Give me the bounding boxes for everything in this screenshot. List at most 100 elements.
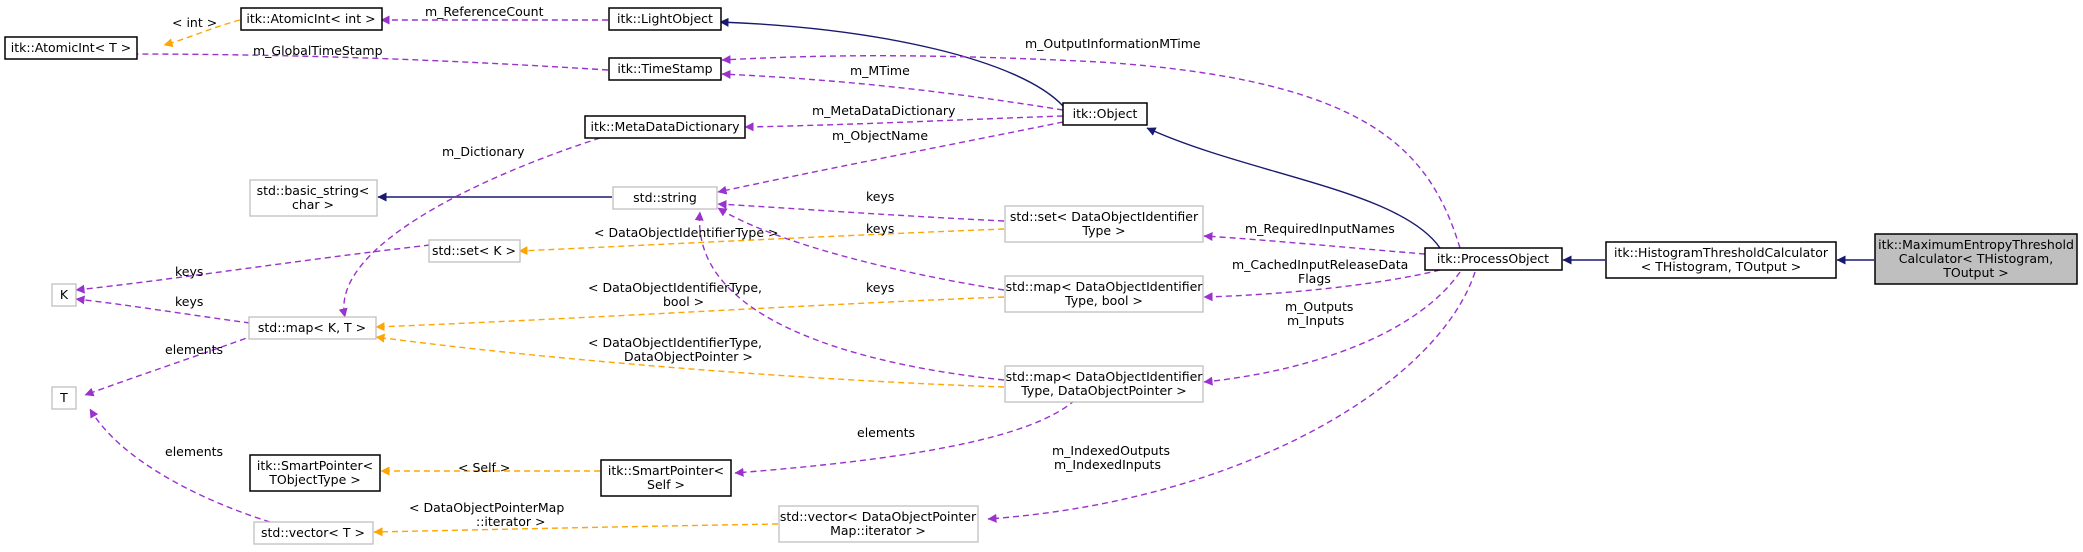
node-metadatadictionary-label: itk::MetaDataDictionary [590,119,740,134]
edge-label-m-indexedinputs: m_IndexedInputs [1054,457,1161,472]
node-maximumentropy-line-2: Calculator< THistogram, [1899,251,2053,266]
edge-label-doi-dop-1: < DataObjectIdentifierType, [588,335,762,350]
edge-label-keys-map-bool: keys [866,221,894,236]
node-basic-string-line-1: std::basic_string< [257,183,370,198]
node-string[interactable]: std::string [612,186,718,210]
node-set-doi-line-2: Type > [1081,223,1125,238]
edge-label-m-mtime: m_MTime [850,63,910,78]
node-object-label: itk::Object [1073,106,1138,121]
node-map-doi-bool-line-1: std::map< DataObjectIdentifier [1006,279,1204,294]
node-map-doi-dop-line-1: std::map< DataObjectIdentifier [1006,369,1204,384]
node-lightobject-label: itk::LightObject [617,11,713,26]
node-set-doi-line-1: std::set< DataObjectIdentifier [1010,209,1199,224]
edge-label-dopm-iter-2: ::iterator > [476,514,545,529]
node-k[interactable]: K [51,283,77,307]
edge-processobject-to-vector-dopm [987,271,1476,523]
edge-label-m-cachedinputreleasedataflags-1: m_CachedInputReleaseData [1232,257,1408,272]
edge-label-m-metadatadictionary: m_MetaDataDictionary [812,103,956,118]
node-maximumentropy-line-1: itk::MaximumEntropyThreshold [1878,237,2074,252]
edge-atomicint-int-to-atomicint-t [163,19,241,48]
edge-label-dopm-iter-1: < DataObjectPointerMap [409,500,564,515]
edge-label-m-requiredinputnames: m_RequiredInputNames [1245,221,1395,236]
nodes: itk::AtomicInt< T > itk::AtomicInt< int … [4,7,2078,545]
edge-label-m-cachedinputreleasedataflags-2: Flags [1298,271,1331,286]
edge-label-elements-sp: elements [857,425,915,440]
node-smartpointer-self-line-1: itk::SmartPointer< [608,463,724,478]
edge-object-to-lightobject [719,17,1064,107]
edge-processobject-to-timestamp [721,55,1461,249]
edge-label-doi-dop-2: DataObjectPointer > [624,349,753,364]
edge-label-elements-vector: elements [165,444,223,459]
edge-label-m-inputs: m_Inputs [1287,313,1344,328]
edges [75,15,1874,537]
edge-set-doi-to-string [717,199,1005,222]
node-metadatadictionary[interactable]: itk::MetaDataDictionary [584,115,746,139]
edge-vector-t-to-t [89,408,271,523]
edge-map-doi-dop-to-map-kt [375,333,1005,388]
edge-label-doi-type: < DataObjectIdentifierType > [594,225,778,240]
edge-map-kt-to-k [75,295,251,324]
edge-object-to-timestamp [721,69,1064,111]
edge-label-keys-set: keys [866,189,894,204]
edge-processobject-to-map-doi-dop [1203,271,1461,386]
edge-label-doi-bool-2: bool > [663,294,704,309]
edge-label-int: < int > [172,15,217,30]
node-map-doi-dop-line-2: Type, DataObjectPointer > [1020,383,1187,398]
edge-label-keys-map-dop: keys [866,280,894,295]
node-vector-dopm-line-1: std::vector< DataObjectPointer [780,509,977,524]
node-smartpointer-tobj-line-1: itk::SmartPointer< [257,458,373,473]
node-set-k-label: std::set< K > [432,243,516,258]
edge-object-to-string [717,121,1064,195]
edge-set-doi-to-set-k [518,228,1005,256]
node-string-label: std::string [633,190,697,205]
node-map-doi-bool[interactable]: std::map< DataObjectIdentifier Type, boo… [1004,275,1204,313]
edge-label-m-globaltimestamp: m_GlobalTimeStamp [253,43,383,58]
node-processobject[interactable]: itk::ProcessObject [1424,247,1563,271]
edge-label-m-outputinformationmtime: m_OutputInformationMTime [1025,36,1201,51]
edge-set-k-to-k [75,244,431,294]
node-histogramthreshold[interactable]: itk::HistogramThresholdCalculator < THis… [1605,241,1837,279]
edge-timestamp-to-atomicint-t [123,49,609,71]
node-basic-string[interactable]: std::basic_string< char > [249,179,378,217]
node-map-doi-bool-line-2: Type, bool > [1064,293,1143,308]
node-map-doi-dop[interactable]: std::map< DataObjectIdentifier Type, Dat… [1004,365,1204,403]
edge-label-m-referencecount: m_ReferenceCount [425,4,544,19]
node-smartpointer-tobj-line-2: TObjectType > [268,472,361,487]
node-map-kt-label: std::map< K, T > [258,320,366,335]
node-atomicint-t-label: itk::AtomicInt< T > [11,40,131,55]
edge-vector-dopm-to-vector-t [373,523,779,537]
node-set-k[interactable]: std::set< K > [428,239,521,263]
node-maximumentropy-line-3: TOutput > [1942,265,2009,280]
node-object[interactable]: itk::Object [1062,102,1148,126]
node-atomicint-t[interactable]: itk::AtomicInt< T > [4,36,138,60]
node-set-doi[interactable]: std::set< DataObjectIdentifier Type > [1004,205,1204,243]
node-smartpointer-self[interactable]: itk::SmartPointer< Self > [600,459,732,497]
node-lightobject[interactable]: itk::LightObject [608,7,722,31]
edge-processobject-to-map-doi-bool [1203,269,1441,302]
node-smartpointer-tobj[interactable]: itk::SmartPointer< TObjectType > [249,454,381,492]
edge-label-m-indexedoutputs: m_IndexedOutputs [1052,443,1170,458]
edge-label-m-outputs: m_Outputs [1285,299,1353,314]
edge-metadatadictionary-to-map-kt [338,137,601,318]
node-timestamp[interactable]: itk::TimeStamp [608,57,722,81]
edge-label-keys-k1: keys [175,264,203,279]
edge-label-keys-k2: keys [175,294,203,309]
node-vector-dopm[interactable]: std::vector< DataObjectPointer Map::iter… [778,505,979,543]
node-map-kt[interactable]: std::map< K, T > [248,316,377,340]
edge-map-doi-bool-to-map-kt [375,296,1005,332]
edge-labels: < int > m_ReferenceCount m_GlobalTimeSta… [165,4,1408,529]
edge-map-doi-dop-to-smartpointer-self [734,399,1076,477]
edge-label-m-dictionary: m_Dictionary [442,144,525,159]
edge-processobject-to-set-doi [1203,232,1426,255]
node-histogramthreshold-line-2: < THistogram, TOutput > [1641,259,1801,274]
edge-map-kt-to-t [84,334,256,397]
node-histogramthreshold-line-1: itk::HistogramThresholdCalculator [1614,245,1829,260]
edge-map-doi-bool-to-string [717,207,1005,291]
node-maximumentropy[interactable]: itk::MaximumEntropyThreshold Calculator<… [1874,233,2078,285]
node-vector-t[interactable]: std::vector< T > [253,521,374,545]
node-t[interactable]: T [51,386,77,410]
edge-label-m-objectname: m_ObjectName [832,128,928,143]
edge-label-self: < Self > [458,460,510,475]
node-atomicint-int-label: itk::AtomicInt< int > [246,11,375,26]
node-atomicint-int[interactable]: itk::AtomicInt< int > [240,7,383,31]
